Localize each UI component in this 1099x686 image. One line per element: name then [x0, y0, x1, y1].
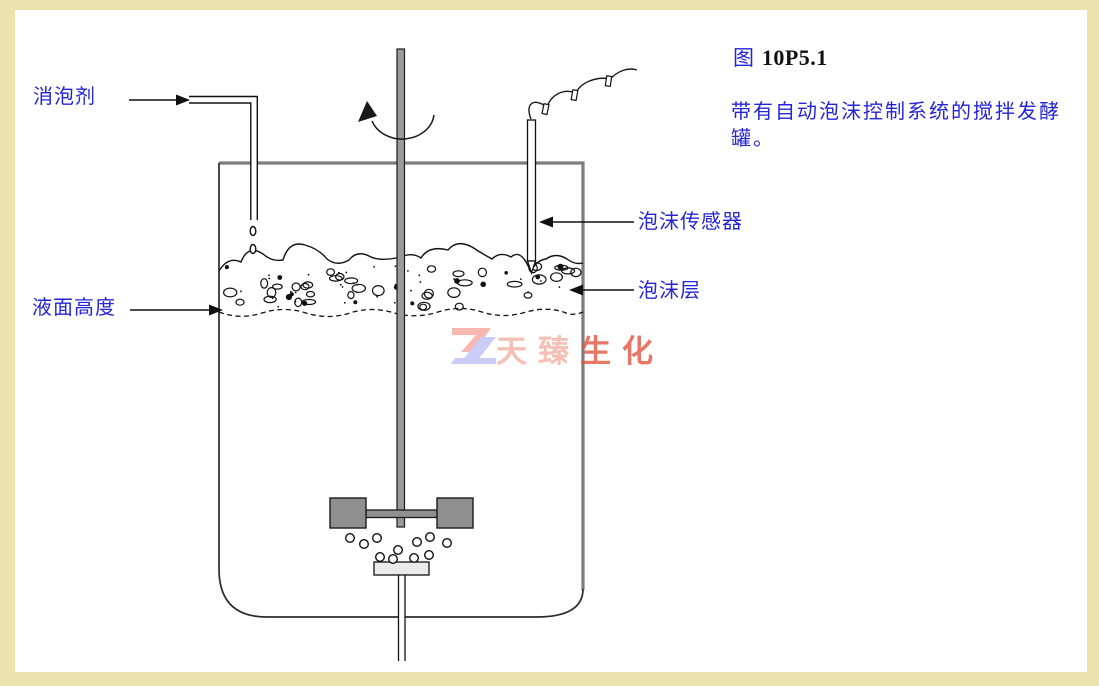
rotation-arrow	[358, 101, 435, 140]
watermark-brand-dark: 生化	[580, 334, 664, 369]
foam-bubbles	[222, 262, 582, 311]
impeller-blade-right	[436, 497, 474, 529]
antifoam-pipe	[189, 95, 258, 255]
liquid-level-label: 液面高度	[32, 297, 116, 319]
impeller	[329, 497, 474, 529]
figure-title-prefix: 图	[733, 47, 755, 70]
figure-title: 图 10P5.1	[733, 42, 828, 72]
tank-rim	[219, 161, 585, 590]
antifoam-droplet	[249, 243, 257, 255]
foam-sensor-label: 泡沫传感器	[638, 211, 743, 233]
watermark-text: 天臻生化	[496, 326, 664, 371]
diagram-canvas	[15, 10, 1087, 672]
antifoam-droplet	[249, 225, 257, 237]
stirrer-shaft	[396, 48, 406, 528]
sparger-head	[373, 561, 430, 576]
foam-sensor-probe	[526, 68, 638, 276]
sparger-bubbles	[345, 532, 453, 565]
antifoam-label: 消泡剂	[33, 86, 96, 108]
tank-outline	[218, 163, 584, 618]
foam-layer	[218, 242, 584, 318]
annotation-arrows	[129, 94, 634, 316]
watermark-brand-light: 天臻	[496, 334, 580, 369]
liquid-surface-dashed-line	[218, 307, 584, 318]
sparger	[345, 532, 453, 661]
figure-number: 10P5.1	[761, 45, 828, 70]
impeller-blade-left	[329, 497, 367, 529]
figure-caption: 带有自动泡沫控制系统的搅拌发酵罐。	[731, 101, 1061, 150]
foam-layer-label: 泡沫层	[638, 280, 701, 302]
tianzhen-logo-icon	[451, 328, 496, 364]
impeller-arm	[363, 509, 440, 519]
